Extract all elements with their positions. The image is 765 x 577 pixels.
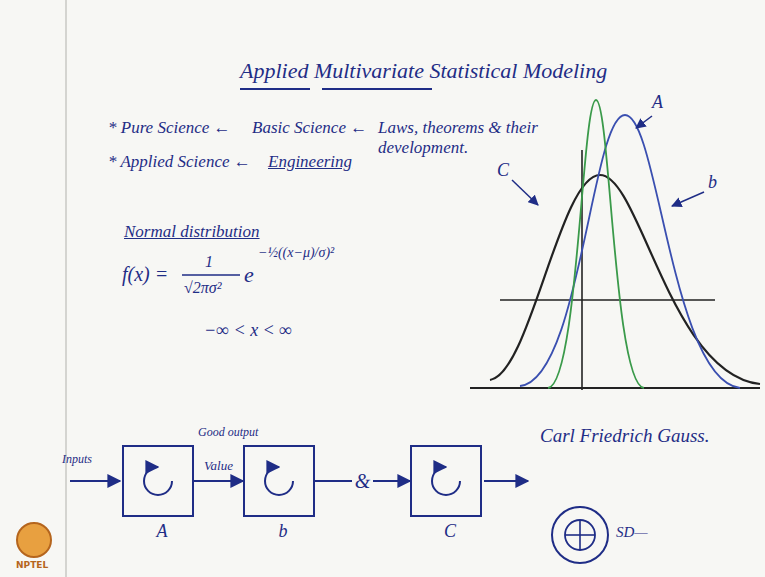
process-block: b bbox=[243, 445, 323, 543]
x-axis bbox=[470, 387, 760, 389]
process-box bbox=[122, 445, 194, 517]
note-text: −∞ < x < ∞ bbox=[204, 320, 292, 342]
note-text: Normal distribution bbox=[124, 222, 260, 242]
fraction-bar bbox=[182, 274, 240, 276]
note-text: Engineering bbox=[268, 152, 352, 172]
box-letter: b bbox=[243, 521, 323, 543]
note-text: f(x) = bbox=[122, 262, 168, 286]
bell-curve bbox=[548, 100, 644, 388]
bell-curve bbox=[490, 175, 760, 384]
flow-arrow bbox=[194, 480, 243, 482]
edge-label: Value bbox=[201, 459, 236, 473]
box-letter: C bbox=[410, 521, 490, 543]
process-block: C bbox=[410, 445, 490, 543]
note-text: SD— bbox=[616, 523, 648, 541]
process-block: A bbox=[122, 445, 202, 543]
note-text: C bbox=[497, 160, 509, 182]
note-text: Inputs bbox=[62, 452, 92, 466]
process-box bbox=[243, 445, 315, 517]
note-text: * Applied Science ← bbox=[108, 152, 251, 172]
process-box bbox=[410, 445, 482, 517]
note-text: * Pure Science ← bbox=[108, 118, 231, 138]
logo bbox=[17, 523, 51, 557]
cycle-symbol bbox=[432, 467, 460, 495]
leader-arrow bbox=[672, 192, 704, 206]
output-arrow bbox=[484, 480, 528, 482]
edge-label: & bbox=[352, 470, 374, 492]
title: Applied Multivariate Statistical Modelin… bbox=[240, 58, 607, 84]
leader-arrow bbox=[636, 116, 652, 128]
note-text: b bbox=[708, 172, 717, 194]
note-text: Basic Science ← bbox=[252, 118, 367, 138]
bell-curve bbox=[520, 115, 740, 388]
note-text: A bbox=[652, 92, 663, 114]
note-text: Good output bbox=[198, 425, 258, 439]
note-text: Laws, theorems & their development. bbox=[378, 118, 578, 159]
margin-line bbox=[65, 0, 67, 577]
note-text: e bbox=[244, 262, 254, 288]
note-text: 1 bbox=[205, 252, 213, 271]
underline bbox=[322, 88, 432, 90]
input-arrow bbox=[70, 480, 120, 482]
box-letter: A bbox=[122, 521, 202, 543]
cycle-symbol bbox=[144, 467, 172, 495]
note-text: −½((x−μ)/σ)² bbox=[258, 245, 334, 262]
underline bbox=[240, 88, 310, 90]
cycle-symbol bbox=[265, 467, 293, 495]
target-symbol bbox=[579, 520, 581, 550]
note-text: Carl Friedrich Gauss. bbox=[540, 425, 709, 448]
leader-arrow bbox=[512, 180, 538, 205]
note-text: NPTEL bbox=[16, 560, 48, 571]
target-symbol bbox=[552, 507, 608, 563]
target-symbol bbox=[565, 520, 595, 550]
note-text: √2πσ² bbox=[184, 278, 221, 297]
